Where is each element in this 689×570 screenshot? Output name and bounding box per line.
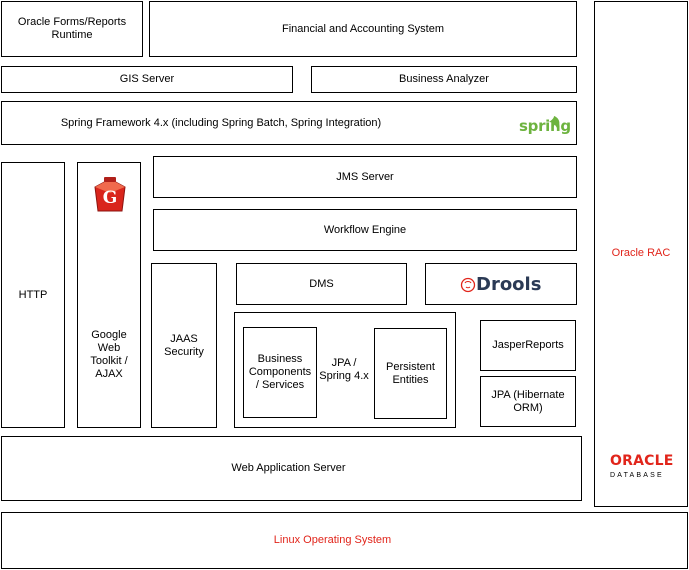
oracle-rac-box: Oracle RAC ORACLE DATABASE [594,1,688,507]
drools-box: Drools [425,263,577,305]
business-components-box: Business Components / Services [243,327,317,418]
web-application-server-label: Web Application Server [231,462,346,474]
spring-leaf-icon [549,116,560,128]
oracle-database-logo: ORACLE DATABASE [610,454,674,480]
dms-box: DMS [236,263,407,305]
spring-framework-label: Spring Framework 4.x (including Spring B… [60,116,382,129]
financial-system-box: Financial and Accounting System [149,1,577,57]
jms-server-label: JMS Server [336,170,394,183]
gwt-logo-letter: G [102,188,118,208]
jaas-security-label: JAAS Security [164,332,204,358]
spring-framework-box: Spring Framework 4.x (including Spring B… [1,101,577,145]
oracle-forms-box: Oracle Forms/Reports Runtime [1,1,143,57]
business-analyzer-label: Business Analyzer [399,73,489,85]
linux-os-label: Linux Operating System [273,534,392,546]
http-box: HTTP [1,162,65,428]
spring-logo: spring [516,114,571,138]
dms-label: DMS [309,277,334,290]
jaas-security-box: JAAS Security [151,263,217,428]
gis-server-label: GIS Server [119,73,175,85]
drools-logo-text: Drools [476,274,542,295]
workflow-engine-box: Workflow Engine [153,209,577,251]
jms-server-box: JMS Server [153,156,577,198]
business-components-label: Business Components / Services [248,353,312,391]
oracle-database-text: DATABASE [610,472,664,479]
oracle-forms-label: Oracle Forms/Reports Runtime [17,16,127,41]
business-analyzer-box: Business Analyzer [311,66,577,93]
http-label: HTTP [18,288,48,301]
drools-head-icon [460,277,476,293]
persistent-entities-label: Persistent Entities [386,360,435,386]
gis-server-box: GIS Server [1,66,293,93]
jpa-hibernate-box: JPA (Hibernate ORM) [480,376,576,427]
financial-system-label: Financial and Accounting System [281,22,445,35]
linux-os-box: Linux Operating System [1,512,688,569]
oracle-rac-label: Oracle RAC [611,246,671,259]
spring-logo-text: spring [519,117,571,135]
web-application-server-box: Web Application Server [1,436,582,501]
jasperreports-label: JasperReports [492,339,564,351]
oracle-logo-text: ORACLE [610,453,674,469]
persistent-entities-box: Persistent Entities [374,328,447,419]
jpa-spring-label: JPA / Spring 4.x [319,357,369,382]
gwt-logo-icon: G [91,177,129,215]
jpa-hibernate-label: JPA (Hibernate ORM) [491,388,565,414]
gwt-label: Google Web Toolkit / AJAX [90,329,128,380]
workflow-engine-label: Workflow Engine [323,223,407,236]
jasperreports-box: JasperReports [480,320,576,371]
gwt-box: G Google Web Toolkit / AJAX [77,162,141,428]
